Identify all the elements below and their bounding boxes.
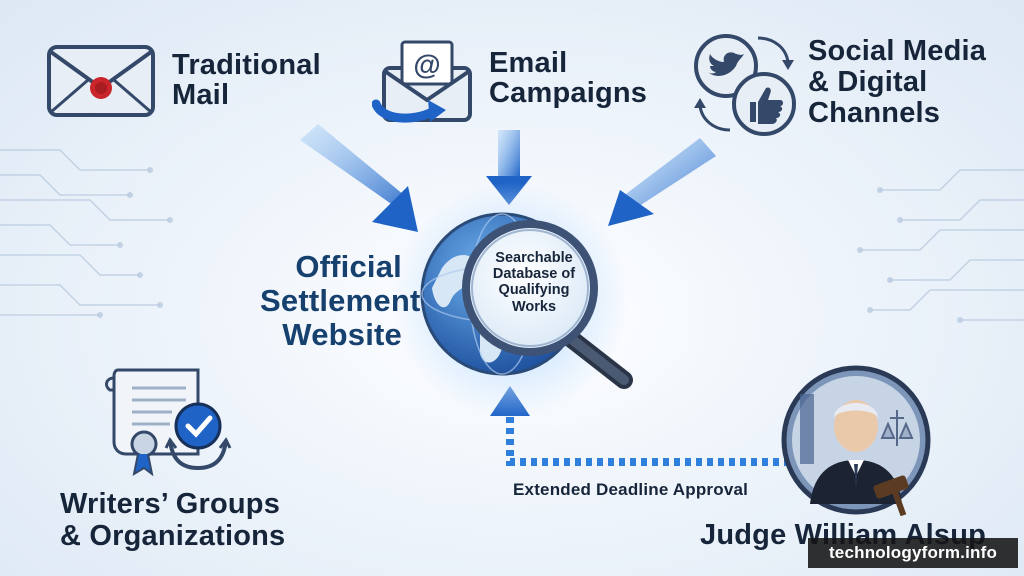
email-label-line2: Campaigns: [489, 77, 648, 110]
arrow-from-mail: [300, 124, 418, 232]
circuit-decoration-right: [860, 169, 1024, 321]
certificate-with-hands-icon: [105, 368, 232, 477]
hub-lens-text: Searchable Database of Qualifying Works: [478, 250, 590, 315]
envelope-with-wax-seal-icon: [47, 45, 155, 117]
deadline-approval-label: Extended Deadline Approval: [513, 480, 749, 499]
lens-line3: Qualifying: [498, 282, 570, 299]
hub-title-line1: Official: [295, 249, 402, 284]
hub-title-line2: Settlement: [260, 283, 421, 319]
lens-line1: Searchable: [495, 250, 573, 266]
social-label-line3: Channels: [808, 97, 941, 130]
at-sign-glyph: @: [413, 49, 440, 80]
social-label-line1: Social Media: [808, 35, 987, 67]
globe-with-magnifier-icon: [420, 212, 633, 389]
hub-title-official-settlement-website: Official Settlement Website: [260, 249, 421, 353]
judge-portrait-icon: [781, 365, 931, 516]
writers-label-line1: Writers’ Groups: [60, 488, 281, 520]
writers-label-line2: & Organizations: [60, 519, 286, 552]
social-label-line2: & Digital: [808, 66, 928, 99]
mail-label-line2: Mail: [172, 79, 230, 112]
channel-label-email-campaigns: Email Campaigns: [489, 48, 689, 109]
envelope-with-at-sign-icon: @: [372, 40, 472, 123]
channel-label-traditional-mail: Traditional Mail: [172, 50, 352, 111]
lens-line2: Database of: [492, 266, 576, 283]
hub-title-line3: Website: [282, 317, 402, 353]
twitter-bird-and-thumbs-up-icon: [694, 34, 796, 136]
mail-label-line1: Traditional: [172, 49, 321, 81]
arrow-from-social: [608, 138, 716, 226]
email-label-line1: Email: [489, 47, 568, 79]
writers-groups-label: Writers’ Groups & Organizations: [60, 488, 350, 553]
channel-label-social-media: Social Media & Digital Channels: [808, 35, 1018, 130]
lens-line4: Works: [511, 298, 557, 315]
watermark-badge: technologyform.info: [808, 538, 1018, 568]
circuit-decoration-left: [0, 149, 170, 316]
